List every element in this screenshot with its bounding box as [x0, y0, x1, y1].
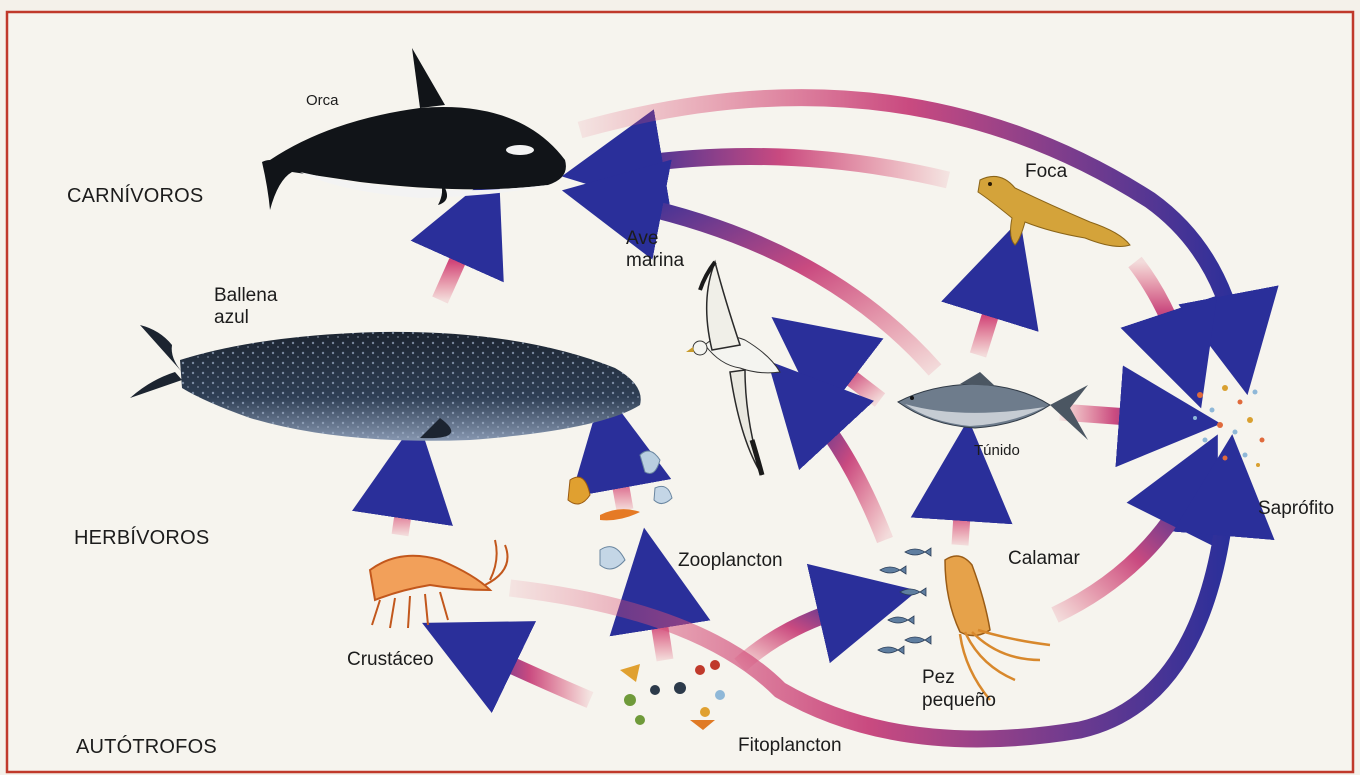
- label-small-fish-line2: pequeño: [922, 690, 996, 712]
- label-seabird-line2: marina: [626, 250, 684, 272]
- label-phytoplankton: Fitoplancton: [738, 735, 842, 757]
- label-zooplankton: Zooplancton: [678, 550, 783, 572]
- label-blue-whale-line2: azul: [214, 307, 249, 329]
- arrow-tuna-to-saprophyte: [1060, 412, 1170, 420]
- label-saprophyte: Saprófito: [1258, 498, 1334, 520]
- level-label-herbivores: HERBÍVOROS: [74, 527, 209, 550]
- label-seabird-line1: Ave: [626, 228, 658, 250]
- label-squid: Calamar: [1008, 548, 1080, 570]
- arrow-crustacean-to-whale: [400, 468, 410, 535]
- label-tuna: Túnido: [974, 442, 1020, 459]
- level-label-autotrophs: AUTÓTROFOS: [76, 736, 217, 759]
- label-small-fish-line1: Pez: [922, 667, 955, 689]
- label-orca: Orca: [306, 92, 339, 109]
- label-seal: Foca: [1025, 161, 1067, 183]
- arrow-squid-to-tuna: [960, 470, 965, 545]
- level-label-carnivores: CARNÍVOROS: [67, 185, 203, 208]
- label-crustacean: Crustáceo: [347, 649, 434, 671]
- label-blue-whale-line1: Ballena: [214, 285, 277, 307]
